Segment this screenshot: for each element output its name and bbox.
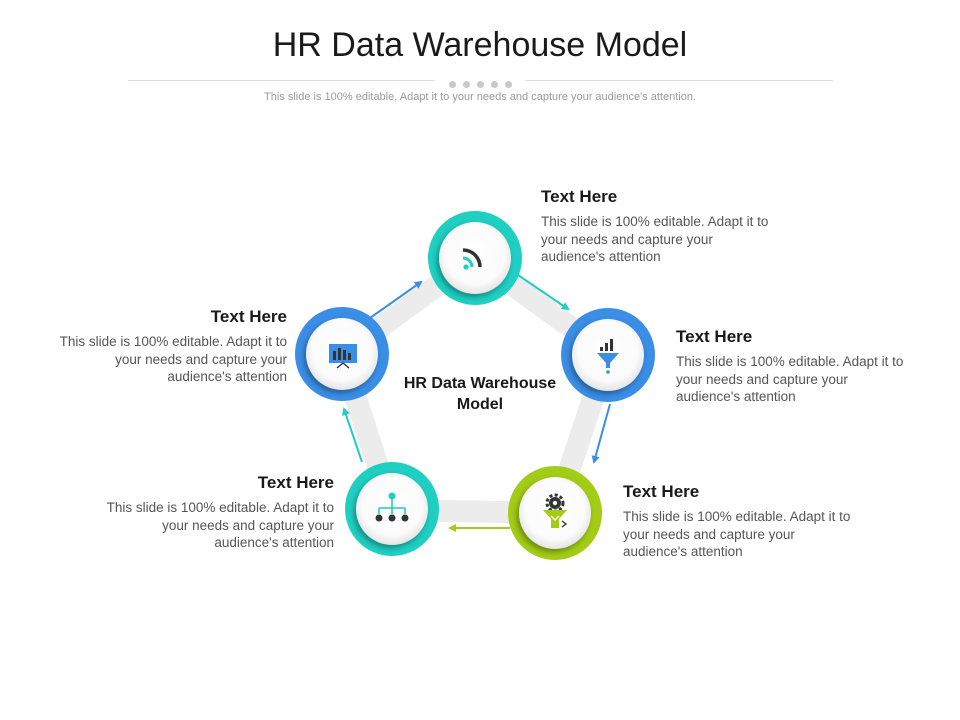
text-block-right: Text Here This slide is 100% editable. A… xyxy=(676,327,904,406)
node-bottom-right xyxy=(508,466,602,560)
text-block-body: This slide is 100% editable. Adapt it to… xyxy=(541,214,769,264)
node-right xyxy=(561,308,655,402)
title-divider-left xyxy=(128,80,435,81)
text-block-heading: Text Here xyxy=(257,473,334,492)
org-chart-icon xyxy=(375,492,409,522)
page-title: HR Data Warehouse Model xyxy=(272,26,688,64)
text-block-heading: Text Here xyxy=(623,482,700,501)
arrow-top-to-right xyxy=(517,274,570,311)
text-block-body: This slide is 100% editable. Adapt it to… xyxy=(623,509,851,559)
arrow-left-to-top xyxy=(369,280,423,319)
text-block-bottom-left: Text Here This slide is 100% editable. A… xyxy=(106,473,334,552)
text-block-heading: Text Here xyxy=(676,327,753,346)
text-block-bottom-right: Text Here This slide is 100% editable. A… xyxy=(623,482,851,561)
text-block-body: This slide is 100% editable. Adapt it to… xyxy=(676,354,904,404)
text-block-body: This slide is 100% editable. Adapt it to… xyxy=(59,334,287,384)
node-bottom-left xyxy=(345,462,439,556)
presentation-board-icon xyxy=(329,344,357,369)
title-divider-dots xyxy=(445,75,517,88)
funnel-chart-icon xyxy=(597,339,619,374)
title-divider-right xyxy=(525,80,833,81)
text-block-heading: Text Here xyxy=(541,187,618,206)
arrow-right-to-bottom-right xyxy=(591,403,611,464)
node-top xyxy=(428,211,522,305)
gear-funnel-icon xyxy=(543,493,568,528)
text-block-left: Text Here This slide is 100% editable. A… xyxy=(59,307,287,386)
page-subtitle: This slide is 100% editable, Adapt it to… xyxy=(264,91,696,103)
text-block-heading: Text Here xyxy=(210,307,287,326)
rss-icon xyxy=(462,248,482,270)
text-block-body: This slide is 100% editable. Adapt it to… xyxy=(106,500,334,550)
text-block-top: Text Here This slide is 100% editable. A… xyxy=(541,187,769,266)
center-label: HR Data Warehouse Model xyxy=(403,375,557,413)
node-left xyxy=(295,307,389,401)
arrow-bottom-left-to-left xyxy=(342,407,363,463)
